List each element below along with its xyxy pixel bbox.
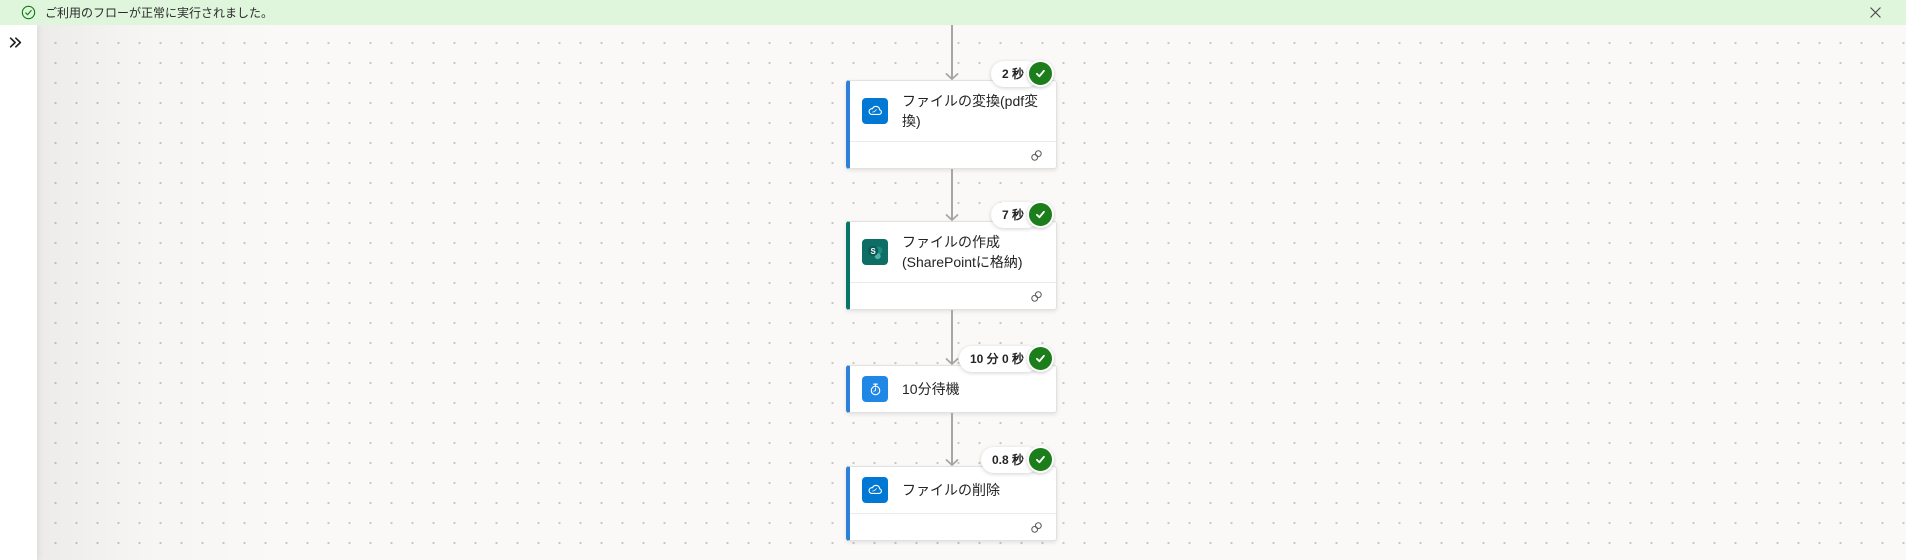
flow-canvas[interactable]: 2 秒 ファイルの変換(pdf変換) <box>37 25 1906 560</box>
onedrive-icon <box>868 484 882 494</box>
link-icon <box>1029 148 1044 163</box>
flow-column: 2 秒 ファイルの変換(pdf変換) <box>846 25 1057 541</box>
action-header: ファイルの変換(pdf変換) <box>850 81 1056 141</box>
banner-message: ご利用のフローが正常に実行されました。 <box>45 6 274 20</box>
run-status-badge: 0.8 秒 <box>980 446 1054 473</box>
card-footer <box>850 513 1056 540</box>
success-check-icon <box>1027 446 1054 473</box>
card-footer <box>850 282 1056 309</box>
success-check-icon <box>1027 201 1054 228</box>
double-chevron-right-icon <box>8 35 23 50</box>
run-status-badge: 2 秒 <box>990 60 1054 87</box>
connector-line <box>950 169 953 219</box>
link-icon <box>1029 520 1044 535</box>
flow-connector-arrow <box>846 413 1057 466</box>
flow-connector-arrow <box>846 169 1057 221</box>
action-title: ファイルの作成 (SharePointに格納) <box>902 234 1023 270</box>
action-title: ファイルの変換(pdf変換) <box>902 93 1039 129</box>
arrowhead-icon <box>945 214 958 221</box>
arrowhead-icon <box>945 459 958 466</box>
action-title: 10分待機 <box>902 381 960 397</box>
action-title: ファイルの削除 <box>902 482 1000 498</box>
action-header: 10分待機 <box>850 366 1056 412</box>
close-icon <box>1869 6 1882 19</box>
connector-icon: S <box>862 239 888 265</box>
connector-line <box>950 25 953 78</box>
delay-clock-icon <box>870 383 880 395</box>
flow-action-card-delay[interactable]: 10 分 0 秒 10分待機 <box>846 345 1057 413</box>
connector-icon <box>862 477 888 503</box>
success-banner: ご利用のフローが正常に実行されました。 <box>0 0 1906 25</box>
duration-label: 10 分 0 秒 <box>958 345 1040 372</box>
link-button[interactable] <box>1028 288 1045 305</box>
action-header: S ファイルの作成 (SharePointに格納) <box>850 222 1056 282</box>
expand-sidebar-button[interactable] <box>5 32 26 53</box>
success-circle-check-icon <box>21 5 36 20</box>
sharepoint-icon: S <box>867 245 883 260</box>
connector-icon <box>862 376 888 402</box>
run-status-badge: 7 秒 <box>990 201 1054 228</box>
card-footer <box>850 141 1056 168</box>
flow-connector-arrow <box>846 310 1057 365</box>
action-header: ファイルの削除 <box>850 467 1056 513</box>
arrowhead-icon <box>945 73 958 80</box>
arrowhead-icon <box>945 358 958 365</box>
connector-line <box>950 310 953 363</box>
link-button[interactable] <box>1028 147 1045 164</box>
close-banner-button[interactable] <box>1866 3 1885 22</box>
onedrive-icon <box>868 105 882 115</box>
flow-action-card-onedrive[interactable]: 2 秒 ファイルの変換(pdf変換) <box>846 60 1057 169</box>
success-check-icon <box>1027 60 1054 87</box>
connector-line <box>950 413 953 464</box>
run-status-badge: 10 分 0 秒 <box>958 345 1054 372</box>
collapsed-left-panel <box>0 25 37 560</box>
flow-connector-arrow <box>846 25 1057 80</box>
success-check-icon <box>1027 345 1054 372</box>
flow-action-card-sharepoint[interactable]: 7 秒 S ファイルの作成 (SharePointに格納) <box>846 201 1057 310</box>
link-button[interactable] <box>1028 519 1045 536</box>
link-icon <box>1029 289 1044 304</box>
flow-action-card-onedrive[interactable]: 0.8 秒 ファイルの削除 <box>846 446 1057 541</box>
connector-icon <box>862 98 888 124</box>
svg-text:S: S <box>870 247 875 256</box>
